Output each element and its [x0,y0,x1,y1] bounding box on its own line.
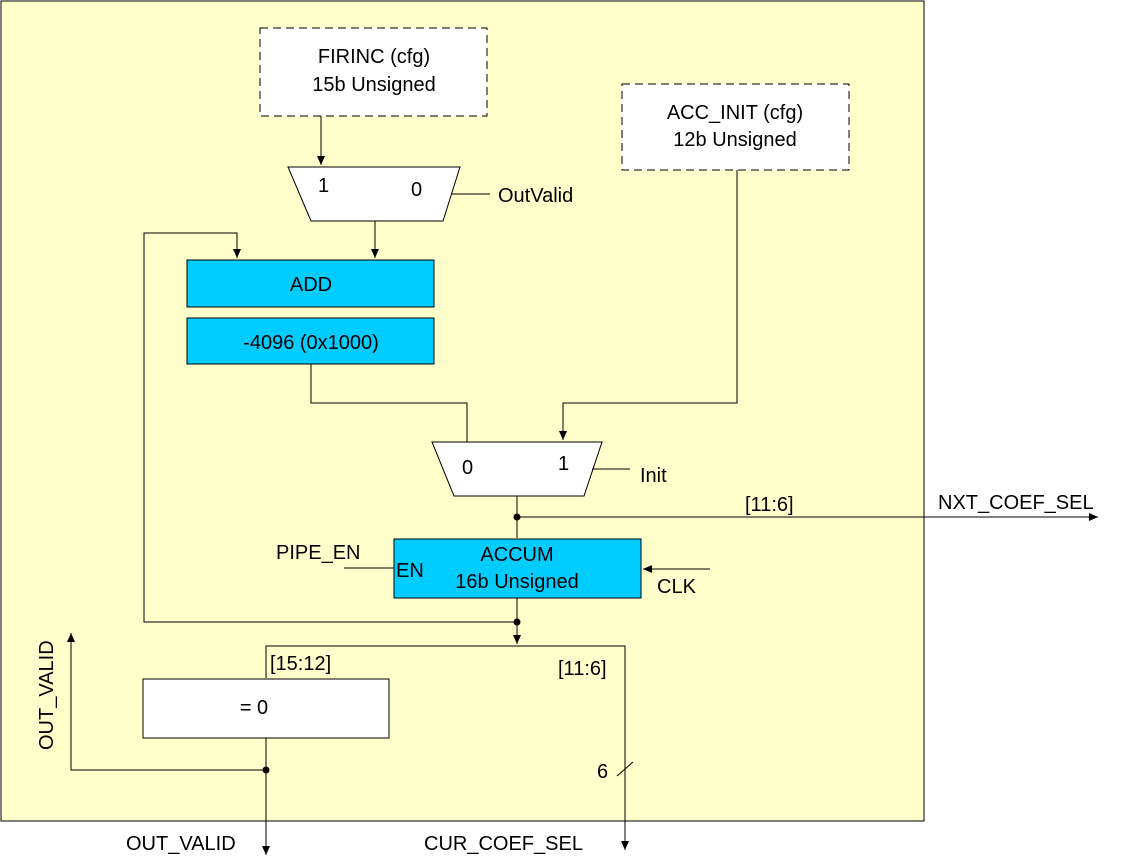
add-block: ADD [186,259,435,308]
mux-top-in1: 1 [318,175,329,197]
firinc-config-box: FIRINC (cfg) 15b Unsigned [259,27,488,117]
clk-label: CLK [657,576,697,598]
acc-init-title: ACC_INIT (cfg) [667,102,803,124]
accum-register: ACCUM 16b Unsigned EN [393,538,642,599]
wire-feedback-to-add [143,232,517,623]
compare-zero-block: = 0 [142,678,390,739]
mux-bottom-in1: 1 [558,453,569,475]
bus-width-label: 6 [597,761,608,783]
bus-width-slash [616,761,634,777]
cur-coef-sel-label: CUR_COEF_SEL [424,833,583,855]
mux-bottom-in0: 0 [462,457,473,479]
compare-label: = 0 [240,697,268,719]
accum-type: 16b Unsigned [455,571,578,593]
firinc-title: FIRINC (cfg) [318,46,430,68]
offset-label: -4096 (0x1000) [243,332,379,354]
mux-top-in0: 0 [411,179,422,201]
accum-name: ACCUM [480,544,553,566]
out-valid-bottom-label: OUT_VALID [126,833,236,855]
wire-acc-init-to-mux [559,170,738,440]
add-label: ADD [290,274,332,296]
nxt-coef-bits: [11:6] [745,494,794,516]
offset-block: -4096 (0x1000) [186,317,435,365]
wire-out-valid-up [67,633,266,771]
acc-init-type: 12b Unsigned [673,129,796,151]
compare-bits-label: [15:12] [270,653,331,675]
firinc-type: 15b Unsigned [312,74,435,96]
cur-coef-bits-label: [11:6] [558,658,607,680]
pipe-en-label: PIPE_EN [276,542,360,564]
outvalid-select-label: OutValid [498,185,573,207]
wire-bit-split [265,645,629,850]
acc-init-config-box: ACC_INIT (cfg) 12b Unsigned [621,83,850,171]
init-select-label: Init [640,465,667,487]
out-valid-side-label: OUT_VALID [36,640,58,750]
nxt-coef-sel-label: NXT_COEF_SEL [938,492,1094,514]
mux-init: 0 1 [431,441,603,497]
mux-outvalid: 1 0 [287,166,461,222]
wire-offset-to-mux [310,364,468,443]
accum-en-port: EN [396,560,424,582]
